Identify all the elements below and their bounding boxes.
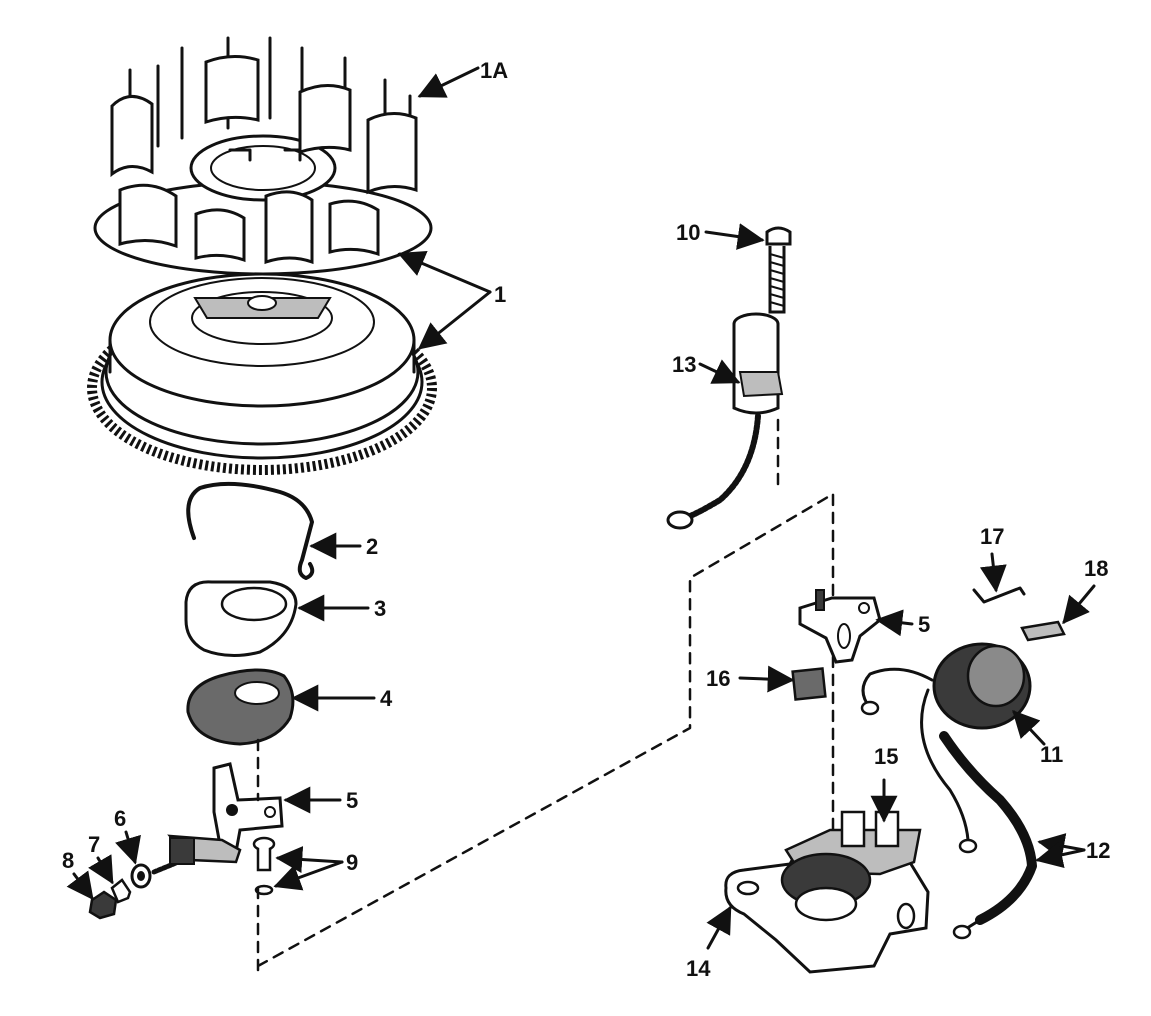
clip-18: [1020, 620, 1066, 642]
washer-6: [130, 863, 152, 889]
screw-10: [765, 226, 792, 314]
leader-arrows: [66, 66, 1096, 950]
callout-15: 15: [874, 744, 898, 769]
callout-4: 4: [380, 686, 393, 711]
callout-18: 18: [1084, 556, 1108, 581]
callout-1a: 1A: [480, 58, 508, 83]
callout-10: 10: [676, 220, 700, 245]
felt-washer: [186, 668, 295, 746]
callout-12: 12: [1086, 838, 1110, 863]
callout-5-left: 5: [346, 788, 358, 813]
spring-17: [972, 586, 1026, 604]
screw-9: [252, 836, 276, 896]
callout-14: 14: [686, 956, 711, 981]
dust-cover: [184, 580, 298, 657]
flywheel: [87, 272, 437, 475]
callout-7: 7: [88, 832, 100, 857]
callout-1: 1: [494, 282, 506, 307]
ignition-coil: [860, 642, 1037, 940]
condenser: [666, 312, 784, 530]
nut-8: [88, 890, 118, 920]
breaker-arm-left: [151, 762, 284, 875]
callout-5-right: 5: [918, 612, 930, 637]
felt-pad-16: [791, 667, 827, 701]
callout-8: 8: [62, 848, 74, 873]
callout-17: 17: [980, 524, 1004, 549]
breaker-box: [724, 810, 930, 974]
breaker-plate-right: [798, 589, 882, 664]
callout-9: 9: [346, 850, 358, 875]
callout-11: 11: [1040, 742, 1063, 767]
spring-clip: [186, 481, 315, 580]
callout-16: 16: [706, 666, 730, 691]
callout-6: 6: [114, 806, 126, 831]
blower-fan: [93, 36, 433, 276]
callout-2: 2: [366, 534, 378, 559]
callout-3: 3: [374, 596, 386, 621]
callout-13: 13: [672, 352, 696, 377]
